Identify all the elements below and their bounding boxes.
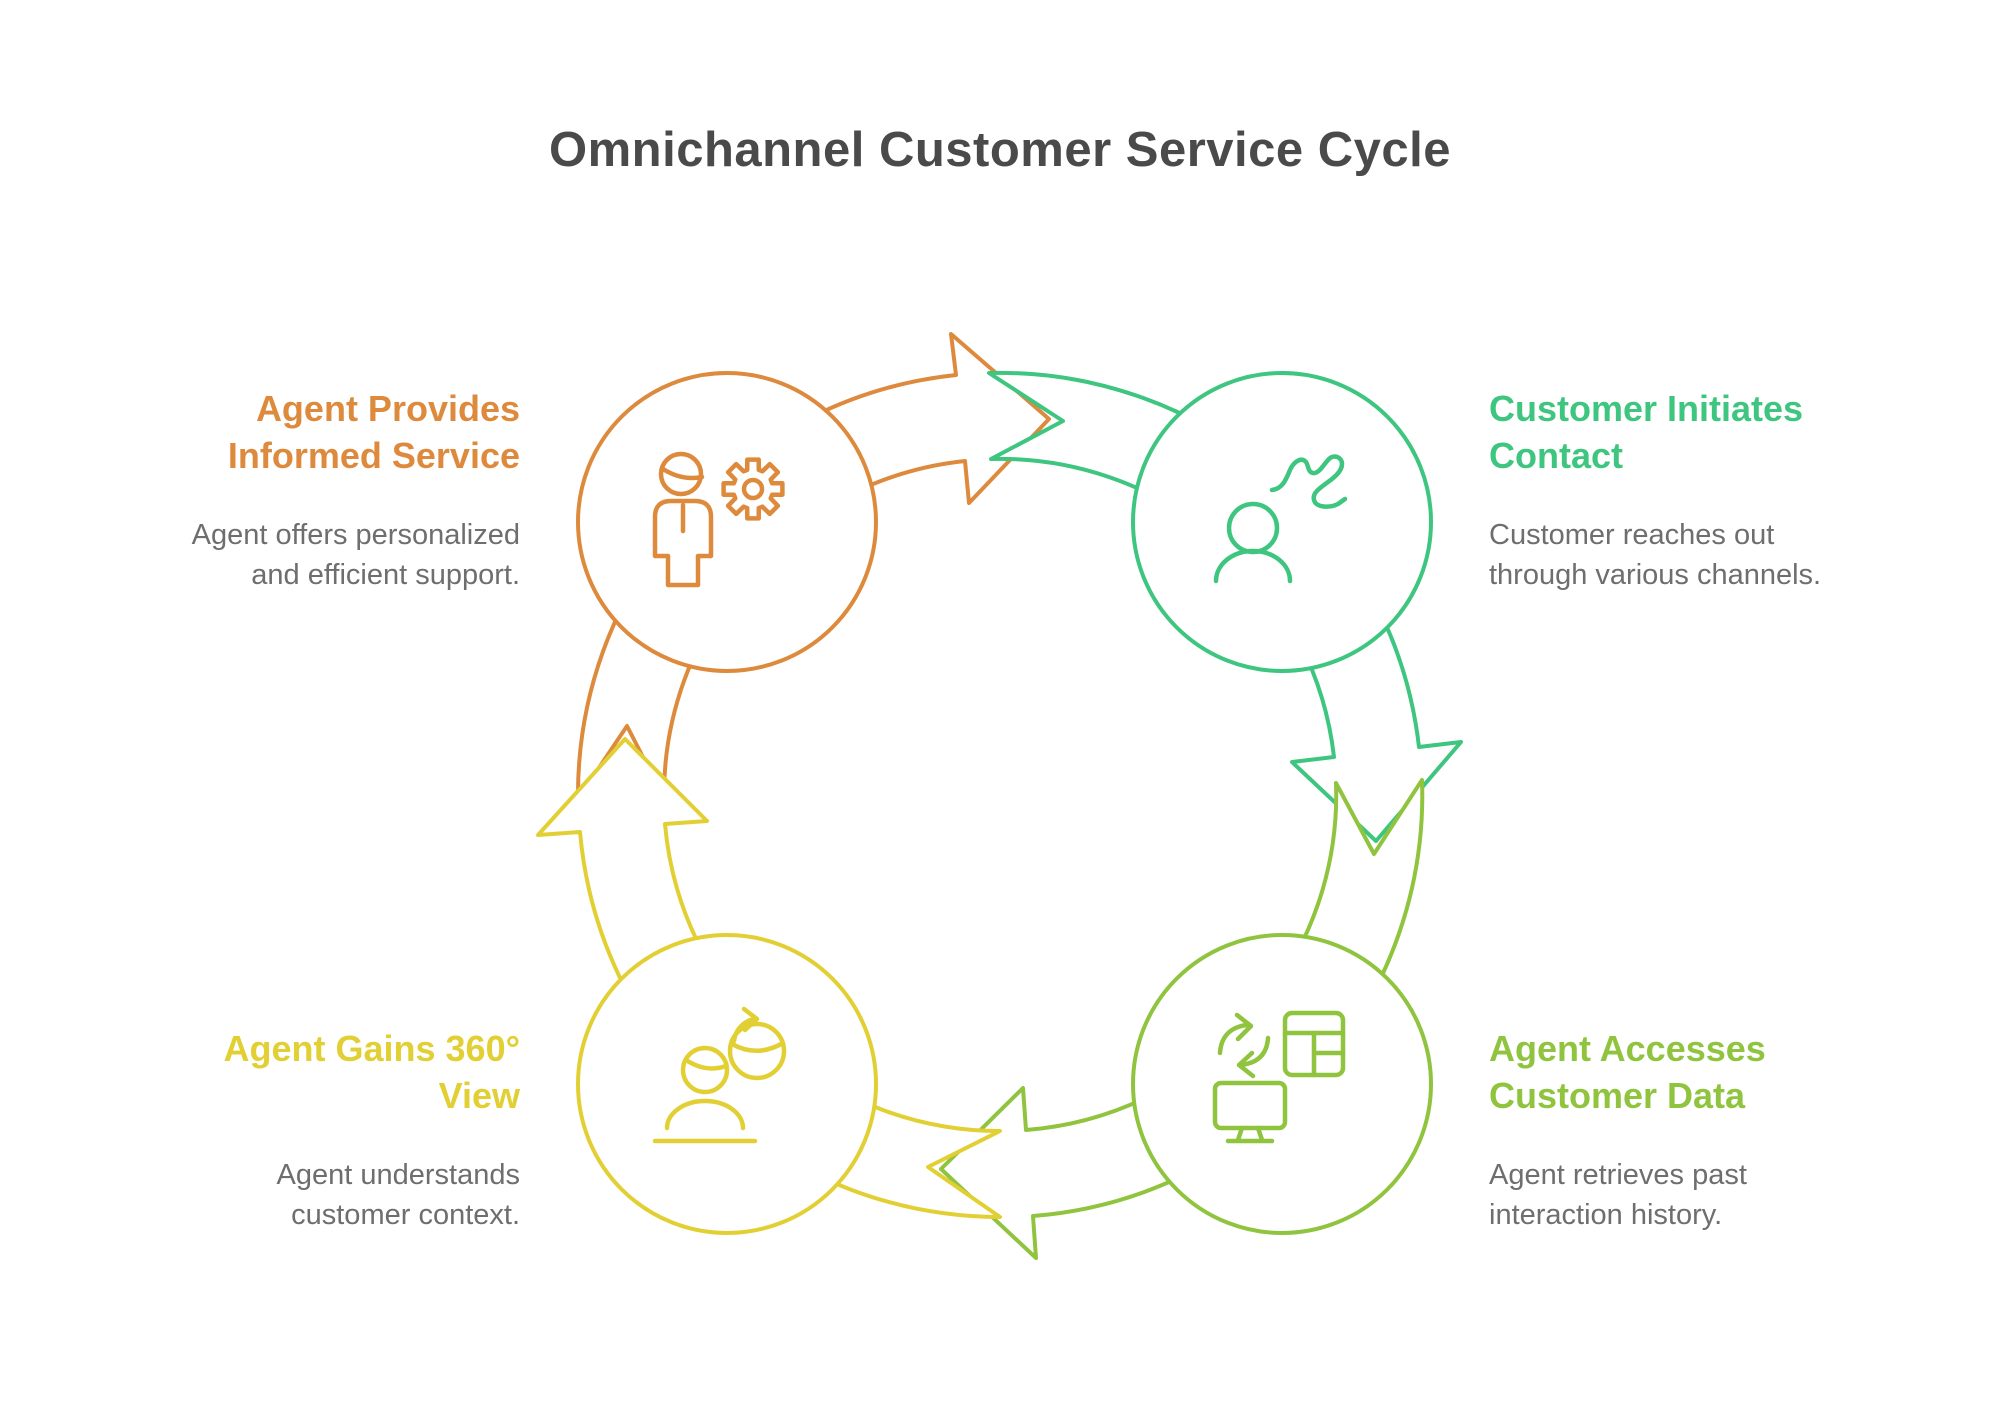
step-agent-provides-informed-service: Agent Provides Informed Service Agent of… [110,385,520,595]
node-agent-accesses-customer-data [1131,933,1433,1235]
step-description-line: customer context. [291,1199,520,1231]
step-description: Agent understands customer context. [110,1155,520,1235]
node-circle [1131,371,1433,673]
step-heading: Agent Provides Informed Service [110,385,520,479]
step-heading-line: Agent Gains 360° [223,1028,521,1069]
step-description-line: Agent offers personalized [191,519,520,551]
step-description-line: and efficient support. [251,559,520,591]
person-gear-icon [652,451,785,588]
node-customer-initiates-contact [1131,371,1433,673]
rotating-360-view-icon [652,1006,787,1144]
step-description-line: through various channels. [1489,559,1822,591]
step-description-line: Agent retrieves past [1489,1159,1747,1191]
step-heading-line: Agent Accesses [1489,1028,1766,1069]
person-scribble-icon [1213,454,1348,584]
step-heading: Agent Accesses Customer Data [1489,1025,1929,1119]
node-agent-provides-informed-service [576,371,878,673]
step-agent-accesses-customer-data: Agent Accesses Customer Data Agent retri… [1489,1025,1929,1235]
step-heading-line: Customer Data [1489,1075,1746,1116]
step-heading-line: View [438,1075,520,1116]
step-heading: Customer Initiates Contact [1489,385,1929,479]
page-title: Omnichannel Customer Service Cycle [548,123,1452,177]
step-agent-gains-360-view: Agent Gains 360° View Agent understands … [110,1025,521,1235]
step-description: Agent offers personalized and efficient … [110,515,520,595]
step-heading-line: Contact [1489,435,1623,476]
step-description-line: interaction history. [1489,1199,1723,1231]
step-description: Agent retrieves past interaction history… [1489,1155,1929,1235]
step-description-line: Customer reaches out [1489,519,1775,551]
step-heading-line: Customer Initiates [1489,388,1804,429]
step-customer-initiates-contact: Customer Initiates Contact Customer reac… [1489,385,1929,595]
node-circle [576,933,878,1235]
step-heading-line: Agent Provides [255,388,520,429]
data-sync-monitor-icon [1212,1010,1346,1144]
node-agent-gains-360-view [576,933,878,1235]
step-heading: Agent Gains 360° View [110,1025,521,1119]
step-description: Customer reaches out through various cha… [1489,515,1929,595]
node-circle [576,371,878,673]
step-heading-line: Informed Service [227,435,520,476]
step-description-line: Agent understands [276,1159,520,1191]
